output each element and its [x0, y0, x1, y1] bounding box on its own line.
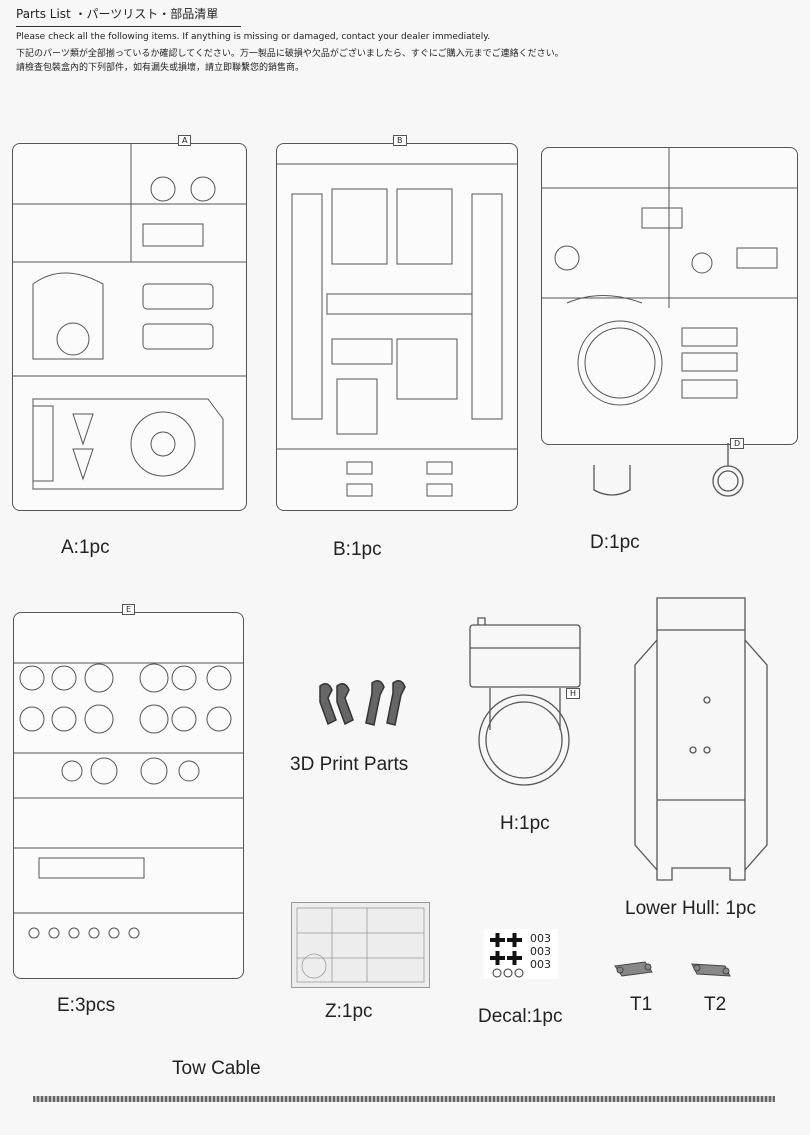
intro-english: Please check all the following items. If…	[16, 32, 491, 42]
title-underline	[16, 26, 241, 27]
decal-number: 003	[530, 932, 551, 945]
decal-numbers: 003 003 003	[530, 932, 551, 971]
sprue-b: B	[276, 135, 518, 511]
sprue-e-drawing	[14, 662, 243, 939]
parts-list-title: Parts List ・パーツリスト・部品清單	[16, 7, 219, 21]
bottom-rule	[33, 1096, 775, 1102]
sprue-e-letter: E	[122, 604, 136, 615]
track-t2-label: T2	[704, 994, 727, 1015]
sprue-b-label: B:1pc	[333, 539, 382, 560]
lower-hull-label: Lower Hull: 1pc	[625, 898, 756, 919]
decal-crosses	[490, 933, 524, 978]
sprue-d-letter: D	[730, 438, 745, 449]
decal-number: 003	[530, 945, 551, 958]
photo-etch-z-drawing	[296, 907, 425, 983]
sprue-d: D	[541, 147, 798, 449]
photo-etch-z	[291, 902, 430, 988]
sprue-d-drawing	[542, 148, 797, 406]
tow-cable-label: Tow Cable	[172, 1058, 261, 1079]
decal-sheet: 003 003 003	[484, 929, 558, 979]
print-parts-label: 3D Print Parts	[290, 754, 409, 775]
intro-chinese: 請檢查包裝盒內的下列部件，如有漏失或損壞，請立即聯繫您的銷售商。	[16, 63, 305, 73]
sprue-a-drawing	[13, 144, 246, 490]
sprue-e: E	[13, 604, 244, 979]
sprue-a-letter: A	[178, 135, 192, 146]
photo-etch-label: Z:1pc	[325, 1001, 373, 1022]
sprue-b-letter: B	[393, 135, 407, 146]
decal-label: Decal:1pc	[478, 1006, 563, 1027]
sprue-b-drawing	[277, 163, 517, 497]
sprue-h-letter: H	[566, 688, 581, 699]
intro-japanese: 下記のパーツ類が全部揃っているか確認してください。万一製品に破損や欠品がございま…	[16, 49, 564, 59]
sprue-e-label: E:3pcs	[57, 995, 116, 1016]
sprue-a: A	[12, 135, 247, 511]
decal-number: 003	[530, 958, 551, 971]
sprue-a-label: A:1pc	[61, 537, 110, 558]
sprue-h-label: H:1pc	[500, 813, 550, 834]
sprue-d-label: D:1pc	[590, 532, 640, 553]
track-t1-label: T1	[630, 994, 653, 1015]
